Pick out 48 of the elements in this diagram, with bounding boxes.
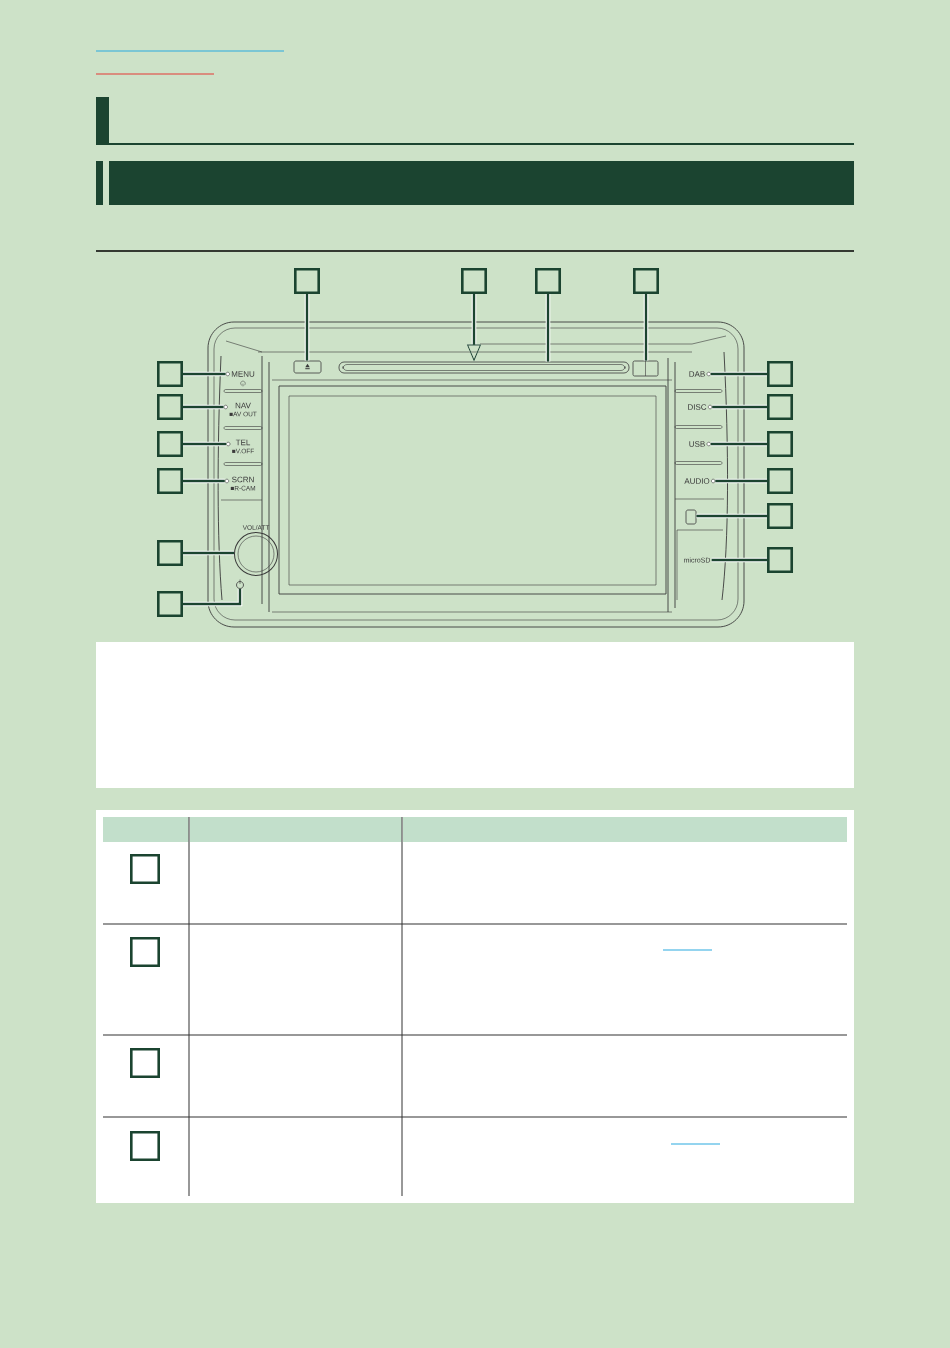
- leader-line: [545, 294, 551, 362]
- leader-line: [183, 404, 224, 410]
- callout-box: [767, 468, 793, 494]
- small-button: [632, 360, 659, 377]
- leader-line: [304, 294, 310, 361]
- section-band: [109, 161, 854, 205]
- eject-button: [293, 360, 322, 374]
- callout-box: [535, 268, 561, 294]
- callout-box: [130, 854, 160, 884]
- callout-box: [767, 547, 793, 573]
- button-label: DISC: [688, 404, 707, 410]
- callout-box: [767, 431, 793, 457]
- callout-box: [157, 394, 183, 420]
- leader-line: [711, 557, 767, 563]
- disc-slot: [338, 361, 630, 374]
- callout-box: [157, 540, 183, 566]
- leader-line: [715, 478, 767, 484]
- callout-box: [767, 503, 793, 529]
- leader-line: [183, 550, 234, 556]
- leader-line: [467, 294, 481, 361]
- callout-box: [130, 1131, 160, 1161]
- callout-box: [130, 937, 160, 967]
- button-label: MENU: [231, 371, 255, 377]
- callout-box: [461, 268, 487, 294]
- leader-line: [643, 294, 649, 361]
- callout-box: [157, 468, 183, 494]
- leader-line: [710, 441, 767, 447]
- callout-box: [157, 591, 183, 617]
- callout-box: [633, 268, 659, 294]
- callout-box: [767, 394, 793, 420]
- button-label: DAB: [689, 371, 705, 377]
- leader-line: [183, 478, 225, 484]
- callout-box: [157, 361, 183, 387]
- callout-box: [294, 268, 320, 294]
- note-box: [96, 642, 854, 788]
- small-button: [685, 509, 697, 525]
- leader-line: [183, 441, 227, 447]
- leader-line: [712, 404, 767, 410]
- button-label: USB: [689, 441, 705, 447]
- callout-box: [157, 431, 183, 457]
- leader-line: [696, 513, 767, 519]
- leader-line: [183, 588, 243, 607]
- leader-line: [710, 371, 767, 377]
- leader-line: [183, 371, 226, 377]
- power-icon: [236, 579, 244, 589]
- button-label: AUDIO: [684, 478, 710, 484]
- callout-box: [130, 1048, 160, 1078]
- callout-box: [767, 361, 793, 387]
